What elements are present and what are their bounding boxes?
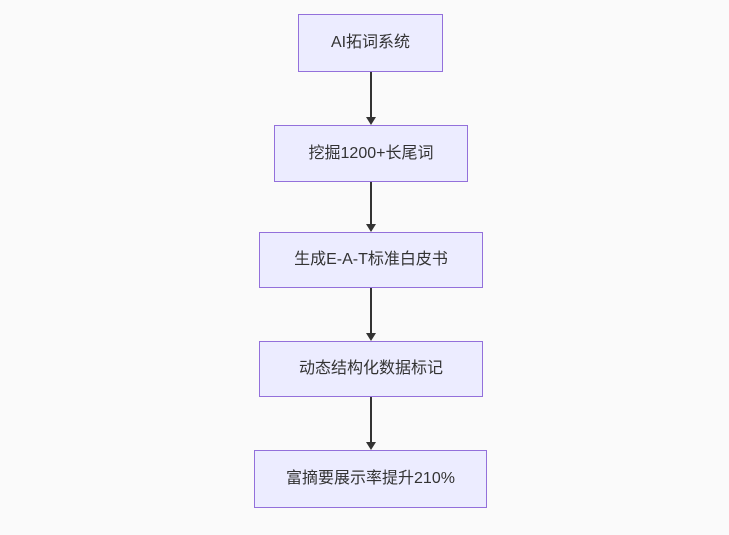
node-label: 富摘要展示率提升210% <box>286 470 455 487</box>
flowchart-node-longtail-mining: 挖掘1200+长尾词 <box>274 125 468 182</box>
flow-arrow-down <box>366 72 376 125</box>
flow-arrow-down <box>366 397 376 450</box>
node-label: 生成E-A-T标准白皮书 <box>294 251 448 268</box>
flowchart-node-structured-data-markup: 动态结构化数据标记 <box>259 341 483 397</box>
flow-arrow-down <box>366 288 376 341</box>
flowchart-node-eat-whitepaper: 生成E-A-T标准白皮书 <box>259 232 483 288</box>
flowchart-node-rich-snippet-result: 富摘要展示率提升210% <box>254 450 487 508</box>
node-label: 动态结构化数据标记 <box>298 360 443 377</box>
flow-arrow-down <box>366 182 376 232</box>
node-label: AI拓词系统 <box>330 34 411 51</box>
flowchart-node-ai-keyword-system: AI拓词系统 <box>298 14 443 72</box>
node-label: 挖掘1200+长尾词 <box>308 144 434 162</box>
